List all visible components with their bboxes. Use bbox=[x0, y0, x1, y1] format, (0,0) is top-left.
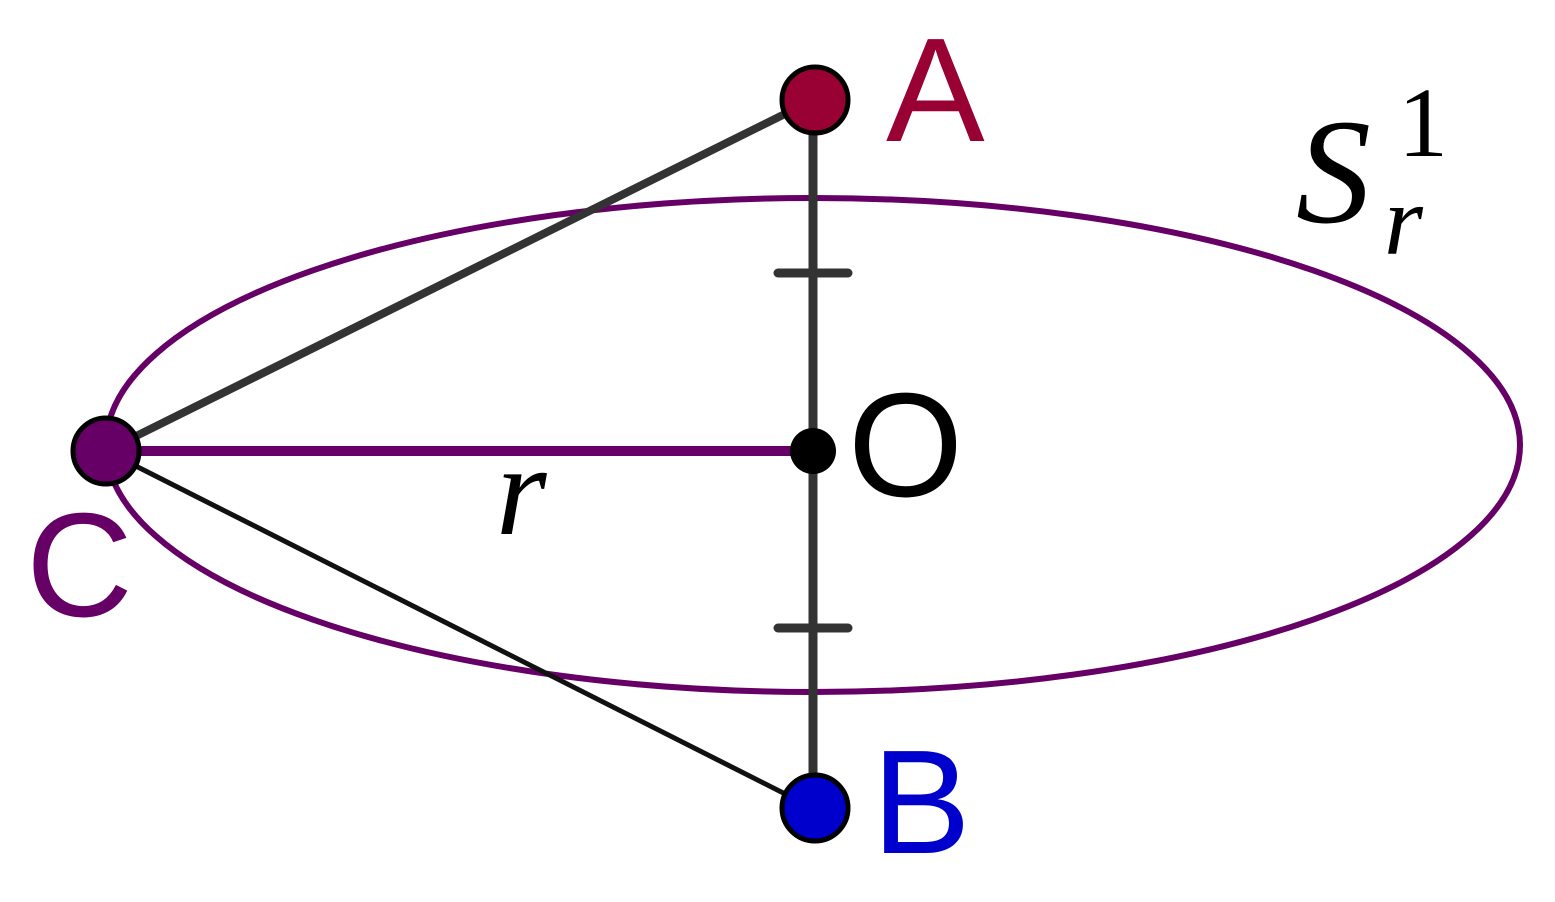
circle-label-subscript: r bbox=[1384, 165, 1424, 276]
point-o bbox=[790, 428, 836, 474]
segment-cb bbox=[104, 448, 815, 811]
label-c: C bbox=[26, 483, 133, 648]
circle-label-base: S bbox=[1296, 89, 1371, 255]
segment-ca bbox=[104, 96, 815, 455]
point-a bbox=[779, 64, 851, 136]
point-c bbox=[70, 415, 142, 487]
circle-label-superscript: 1 bbox=[1398, 67, 1448, 178]
label-b: B bbox=[872, 720, 971, 885]
point-b bbox=[779, 772, 851, 844]
label-a: A bbox=[886, 8, 985, 173]
radius-label: r bbox=[496, 419, 547, 563]
label-o: O bbox=[848, 363, 963, 528]
